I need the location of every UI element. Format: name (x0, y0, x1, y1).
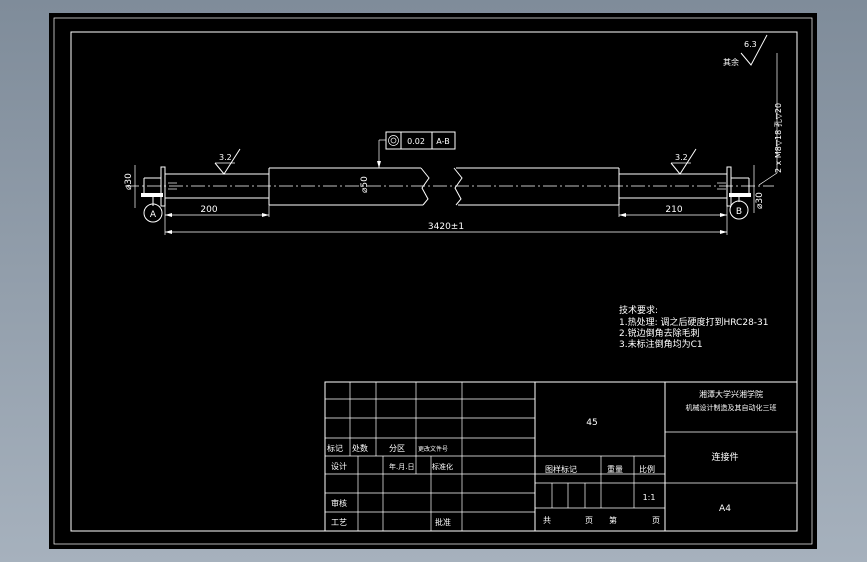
title-block (324, 381, 798, 532)
left-length-dim: 200 (200, 205, 217, 215)
label-weight: 重量 (607, 464, 623, 474)
datum-a-marker (143, 203, 163, 223)
roughness-general-value: 6.3 (744, 40, 757, 49)
shaft (143, 166, 750, 207)
school-line2: 机械设计制造及其自动化三班 (686, 403, 777, 412)
part-name: 连接件 (711, 451, 738, 463)
drawing-sheet: ⌀30 ⌀30 ⌀50 200 210 3420±1 A B 3.2 3.2 6… (49, 13, 817, 549)
tech-req-item-3: 3.未标注倒角均为C1 (619, 338, 703, 350)
roughness-left-value: 3.2 (219, 153, 232, 162)
roughness-right-symbol (670, 148, 697, 175)
tolerance-datum: A-B (436, 137, 449, 146)
roughness-right-value: 3.2 (675, 153, 688, 162)
label-review: 审核 (331, 498, 347, 508)
datum-b-marker (729, 200, 749, 220)
datum-b-label: B (736, 207, 742, 217)
material: 45 (586, 418, 597, 428)
tolerance-value: 0.02 (407, 137, 425, 146)
total-length-dim: 3420±1 (428, 222, 464, 232)
label-count: 处数 (352, 443, 368, 453)
outer-border (53, 17, 813, 545)
roughness-general-label: 其余 (723, 57, 739, 67)
label-design: 设计 (331, 461, 347, 471)
roughness-general-symbol (740, 34, 768, 66)
label-total: 共 (543, 516, 551, 525)
tech-req-item-1: 1.热处理: 调之后硬度打到HRC28-31 (619, 316, 769, 328)
coaxiality-icon (388, 135, 399, 146)
shaft-diameter: ⌀50 (360, 176, 370, 193)
scale: 1:1 (643, 493, 656, 502)
label-page: 页 (652, 516, 660, 525)
label-change-doc: 更改文件号 (418, 445, 448, 453)
datum-a-label: A (150, 210, 157, 220)
label-ratio: 比例 (639, 464, 655, 474)
label-mark: 标记 (327, 443, 343, 453)
label-sheet-no: 第 (609, 515, 617, 525)
roughness-left-symbol (214, 148, 241, 175)
label-date: 年.月.日 (389, 462, 414, 471)
drawing-canvas: ⌀30 ⌀30 ⌀50 200 210 3420±1 A B 3.2 3.2 6… (53, 17, 813, 545)
right-length-dim: 210 (665, 205, 682, 215)
label-approve: 批准 (435, 517, 451, 527)
label-sheets: 页 (585, 516, 593, 525)
right-end-diameter: ⌀30 (755, 192, 765, 209)
label-zone: 分区 (389, 444, 405, 453)
thread-note: 2 x M8▽18 孔▽20 (774, 103, 783, 173)
sheet-size: A4 (719, 504, 731, 514)
label-standardize: 标准化 (432, 462, 453, 471)
label-process: 工艺 (331, 518, 347, 527)
left-end-diameter: ⌀30 (124, 173, 134, 190)
dimension-lines (164, 203, 728, 235)
tech-req-title: 技术要求: (619, 304, 658, 316)
tech-req-item-2: 2.锐边倒角去除毛刺 (619, 327, 700, 339)
label-stage-mark: 图样标记 (545, 464, 577, 474)
school-line1: 湘潭大学兴湘学院 (699, 389, 763, 399)
tolerance-frame (377, 131, 456, 168)
